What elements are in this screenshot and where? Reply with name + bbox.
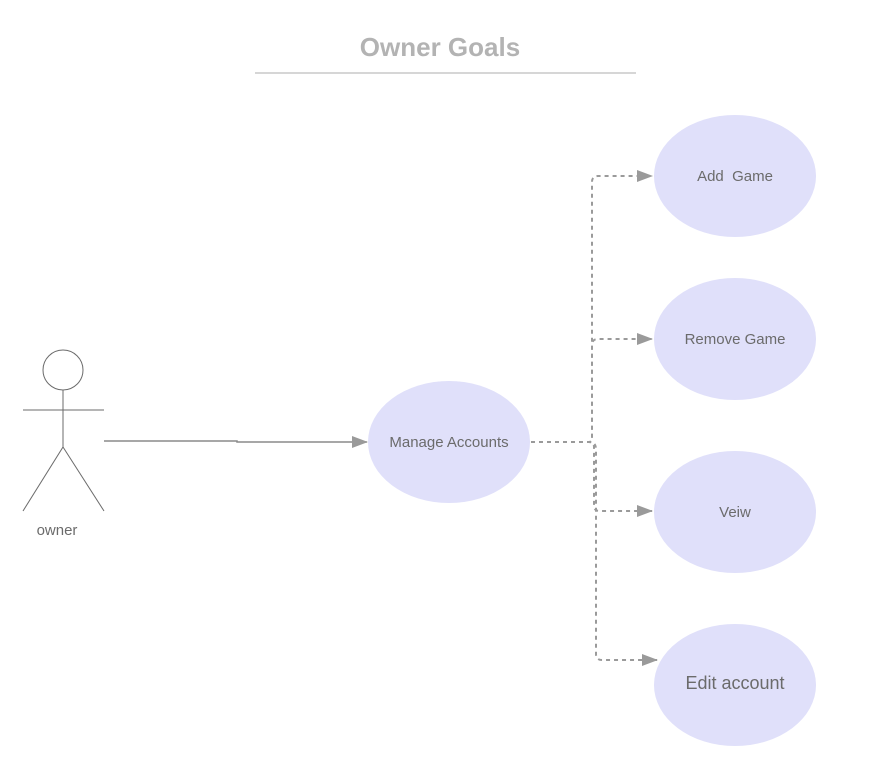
use-case-ellipse bbox=[368, 381, 530, 503]
use-case-manage-accounts[interactable]: Manage Accounts bbox=[368, 381, 530, 503]
use-case-edit-account[interactable]: Edit account bbox=[654, 624, 816, 746]
connector-edit-account bbox=[531, 441, 658, 666]
connector-view bbox=[531, 441, 653, 517]
use-case-ellipse bbox=[654, 451, 816, 573]
connector-remove-game bbox=[531, 333, 653, 443]
use-case-view[interactable]: Veiw bbox=[654, 451, 816, 573]
use-case-ellipse bbox=[654, 278, 816, 400]
owner-actor[interactable]: owner bbox=[22, 349, 105, 539]
use-case-label: Edit account bbox=[685, 673, 784, 693]
use-case-label: Manage Accounts bbox=[389, 434, 508, 451]
use-case-remove-game[interactable]: Remove Game bbox=[654, 278, 816, 400]
association-arrow bbox=[104, 436, 368, 448]
use-case-ellipse bbox=[654, 624, 816, 746]
actor-head bbox=[42, 349, 84, 391]
actor-left-leg bbox=[22, 446, 64, 512]
use-case-ellipse bbox=[654, 115, 816, 237]
use-case-label: Remove Game bbox=[685, 331, 786, 348]
diagram-title: Owner Goals bbox=[360, 32, 520, 62]
use-case-label: Add Game bbox=[697, 168, 773, 185]
use-case-add-game[interactable]: Add Game bbox=[654, 115, 816, 237]
actor-right-leg bbox=[62, 446, 105, 512]
actor-label: owner bbox=[37, 522, 78, 539]
use-case-label: Veiw bbox=[719, 504, 751, 521]
